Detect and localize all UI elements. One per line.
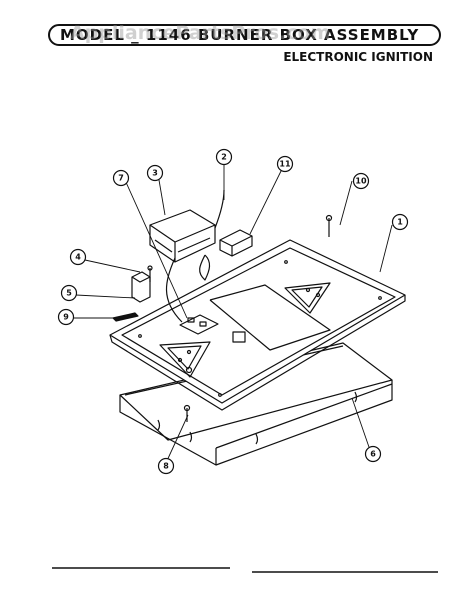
mounting-bracket	[219, 229, 253, 257]
burner-box-top	[109, 239, 406, 411]
screw-part-4	[147, 265, 153, 282]
callout-9: 9	[57, 308, 75, 326]
callout-1: 1	[391, 213, 409, 231]
leader-lines	[74, 164, 393, 466]
side-bracket	[131, 271, 151, 303]
screw-part-8	[183, 366, 193, 422]
wire-harness	[165, 257, 183, 323]
callout-number: 7	[118, 174, 124, 183]
page-subtitle: ELECTRONIC IGNITION	[283, 50, 433, 64]
page-title: MODEL _ 1146 BURNER BOX ASSEMBLY	[60, 26, 420, 44]
screw-part-10	[325, 214, 333, 237]
callout-2: 2	[215, 148, 233, 166]
title-frame	[48, 24, 441, 46]
callout-4: 4	[69, 248, 87, 266]
callout-5: 5	[60, 284, 78, 302]
callout-number: 8	[163, 462, 169, 471]
callout-number: 2	[221, 153, 227, 162]
callout-11: 11	[276, 155, 294, 173]
insulation-strip	[112, 312, 139, 322]
callout-8: 8	[157, 457, 175, 475]
callout-number: 6	[370, 450, 376, 459]
spark-module-box	[149, 209, 216, 263]
callout-number: 11	[279, 160, 291, 169]
callout-3: 3	[146, 164, 164, 182]
callout-number: 9	[63, 313, 69, 322]
callout-number: 5	[66, 289, 72, 298]
callout-number: 4	[75, 253, 81, 262]
callout-number: 1	[397, 218, 403, 227]
ignition-module	[179, 314, 219, 335]
callout-10: 10	[352, 172, 370, 190]
ground-wire	[214, 189, 225, 229]
watermark: AppliancePartsPros.com	[70, 22, 331, 44]
wire-loop	[199, 254, 211, 281]
callout-number: 10	[355, 177, 367, 186]
callout-number: 3	[152, 169, 158, 178]
callout-7: 7	[112, 169, 130, 187]
callout-6: 6	[364, 445, 382, 463]
